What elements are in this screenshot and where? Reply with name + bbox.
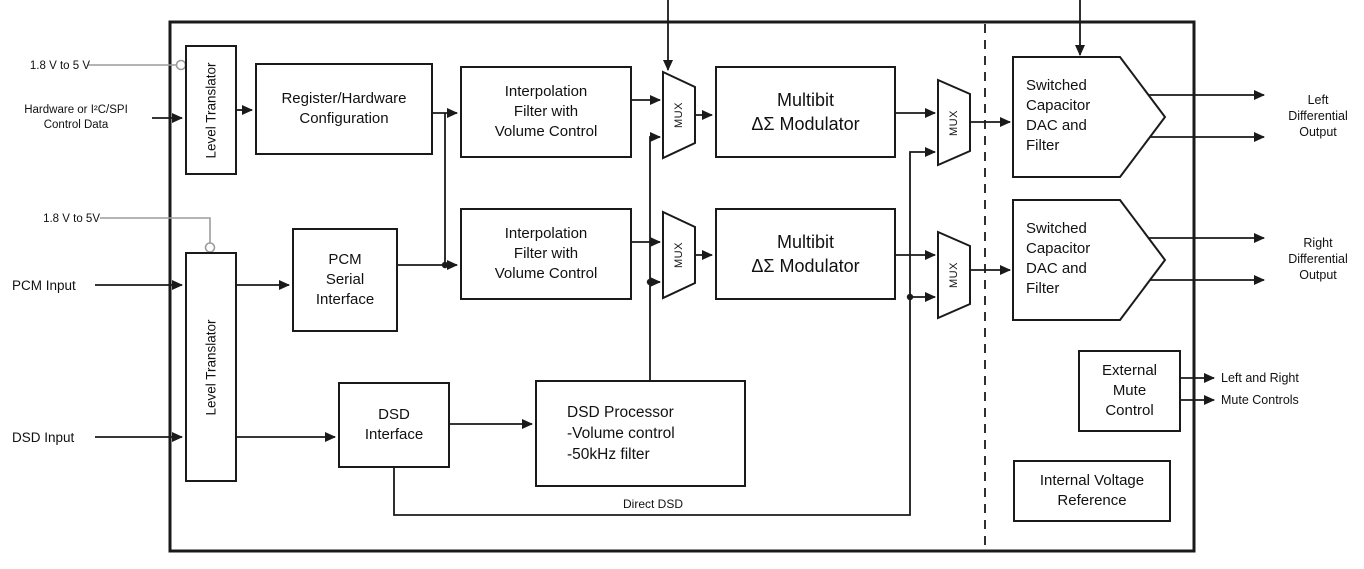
supply-line-mid (100, 217, 211, 243)
label-pcm-input: PCM Input (12, 278, 76, 293)
mux-3-shape (662, 210, 696, 300)
label-right-output: Right Differential Output (1288, 236, 1348, 282)
block-interp-filter-1: Interpolation Filter with Volume Control (460, 66, 632, 158)
dsdproc-to-mux1-arrow (649, 132, 661, 380)
block-interp-filter-2-label: Interpolation Filter with Volume Control (494, 225, 598, 282)
dac-2-shape (1012, 199, 1167, 321)
block-level-translator-2-label: Level Translator (203, 318, 219, 416)
mux-2-shape (937, 78, 971, 167)
block-voltage-reference: Internal Voltage Reference (1013, 460, 1171, 522)
dac-1-label: Switched Capacitor DAC and Filter (1026, 77, 1091, 154)
chip-border (168, 20, 1196, 553)
label-supply-top: 1.8 V to 5 V (29, 60, 90, 72)
signal-lines (95, 0, 1265, 516)
mux-4-shape (937, 230, 971, 320)
supply-node-mid (204, 242, 216, 253)
label-mute-output-2: Mute Controls (1221, 393, 1299, 407)
block-level-translator-2: Level Translator (185, 252, 237, 482)
junction-dots (441, 261, 914, 301)
label-control-data: Hardware or I²C/SPI Control Data (24, 104, 128, 131)
junction-dsdproc-branch (646, 278, 654, 286)
block-register-config: Register/Hardware Configuration (255, 63, 433, 155)
block-dsd-processor: DSD Processor -Volume control -50kHz fil… (535, 380, 746, 487)
block-modulator-1-label: Multibit ΔΣ Modulator (751, 90, 860, 134)
direct-dsd-to-mux2-arrow (393, 147, 936, 516)
block-level-translator-1: Level Translator (185, 45, 237, 175)
block-dsd-processor-label: DSD Processor -Volume control -50kHz fil… (567, 404, 675, 463)
block-external-mute: External Mute Control (1078, 350, 1181, 432)
block-register-config-label: Register/Hardware Configuration (281, 90, 407, 127)
label-supply-mid: 1.8 V to 5V (43, 213, 100, 225)
dac-2-label: Switched Capacitor DAC and Filter (1026, 220, 1091, 297)
block-voltage-reference-label: Internal Voltage Reference (1039, 472, 1145, 509)
junction-pcm-branch (441, 261, 449, 269)
label-dsd-input: DSD Input (12, 430, 75, 445)
label-left-output: Left Differential Output (1288, 93, 1348, 139)
block-modulator-1: Multibit ΔΣ Modulator (715, 66, 896, 158)
dac-1-shape (1012, 56, 1167, 178)
junction-direct-dsd-branch (906, 293, 914, 301)
block-pcm-serial-interface-label: PCM Serial Interface (315, 251, 375, 308)
block-dsd-interface: DSD Interface (338, 382, 450, 468)
label-mute-output-1: Left and Right (1221, 371, 1299, 385)
block-pcm-serial-interface: PCM Serial Interface (292, 228, 398, 332)
block-external-mute-label: External Mute Control (1101, 362, 1158, 419)
block-modulator-2: Multibit ΔΣ Modulator (715, 208, 896, 300)
mux-1-shape (662, 70, 696, 160)
block-interp-filter-2: Interpolation Filter with Volume Control (460, 208, 632, 300)
block-dsd-interface-label: DSD Interface (364, 406, 424, 443)
block-level-translator-1-label: Level Translator (203, 61, 219, 159)
block-interp-filter-1-label: Interpolation Filter with Volume Control (494, 83, 598, 140)
dac-shapes (1012, 56, 1167, 321)
mux-shapes (662, 70, 971, 320)
label-direct-dsd: Direct DSD (622, 497, 683, 511)
block-modulator-2-label: Multibit ΔΣ Modulator (751, 232, 860, 276)
